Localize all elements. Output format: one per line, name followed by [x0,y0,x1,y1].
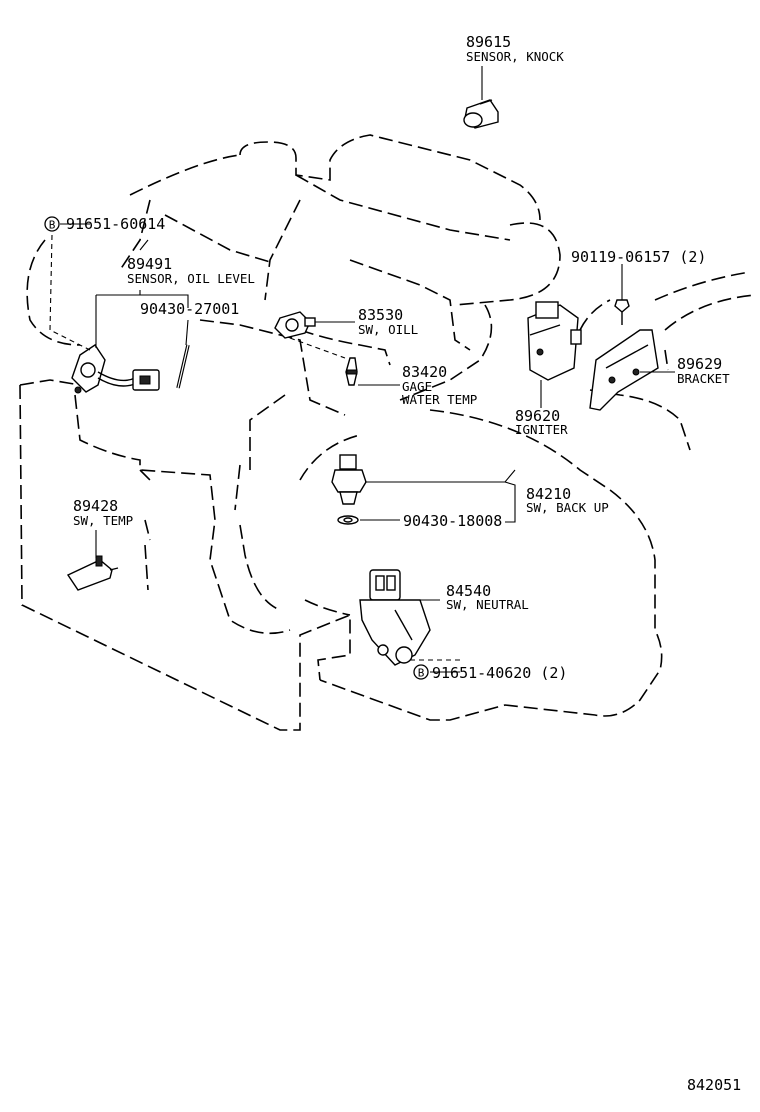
bolt-marker-top: B [44,216,60,232]
part-number-neutral: 84540 [446,582,491,600]
part-number-oil-level: 89491 [127,255,172,273]
water-temp-gage-drawing [345,357,358,386]
part-number-gasket-oil: 90430-27001 [140,300,239,318]
oil-switch-drawing [274,311,316,339]
part-number-back-up: 84210 [526,485,571,503]
igniter-drawing [527,301,582,381]
bolt-marker-bottom: B [413,664,429,680]
part-name-knock: SENSOR, KNOCK [466,49,564,64]
neutral-switch-drawing [359,569,431,666]
part-number-bolt-top: 91651-60614 [66,215,165,233]
part-number-screw: 90119-06157 (2) [571,248,706,266]
screw-drawing [614,299,630,325]
part-number-gasket-backup: 90430-18008 [403,512,502,530]
part-number-sw-oil: 83530 [358,306,403,324]
part-name-bracket: BRACKET [677,371,730,386]
temp-switch-drawing [66,555,119,591]
part-name-gage: GAGE [402,379,432,394]
part-number-gage: 83420 [402,363,447,381]
part-name-sw-temp: SW, TEMP [73,513,133,528]
part-name-back-up: SW, BACK UP [526,500,609,515]
part-name-sw-oil: SW, OILL [358,322,418,337]
part-name-igniter: IGNITER [515,422,568,437]
part-number-bolt-bottom: 91651-40620 (2) [432,664,567,682]
svg-text:B: B [49,219,56,232]
part-name-gage-2: WATER TEMP [402,392,477,407]
svg-text:B: B [418,667,425,680]
bracket-drawing [589,329,659,411]
part-number-knock: 89615 [466,33,511,51]
diagram-id: 842051 [687,1076,741,1094]
oil-level-sensor-drawing [71,344,160,394]
back-up-switch-drawing [331,454,367,525]
gasket-oil-drawing [176,344,190,389]
knock-sensor-drawing [463,99,499,129]
part-name-neutral: SW, NEUTRAL [446,597,529,612]
part-number-bracket: 89629 [677,355,722,373]
leader-lines [49,66,675,673]
part-name-oil-level: SENSOR, OIL LEVEL [127,271,255,286]
engine-outline [19,134,756,731]
part-number-sw-temp: 89428 [73,497,118,515]
part-number-igniter: 89620 [515,407,560,425]
